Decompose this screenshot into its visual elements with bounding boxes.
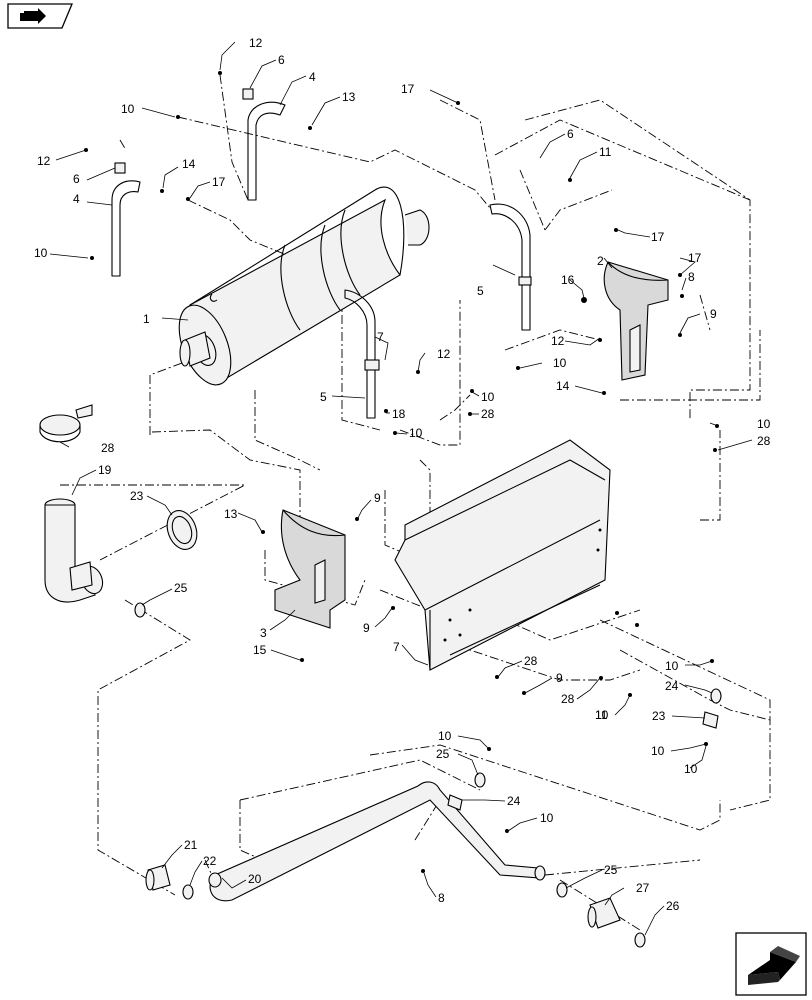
callout-20: 21 [184, 838, 198, 852]
callout-16: 17 [688, 251, 702, 265]
callout-22: 23 [130, 489, 144, 503]
callout-7: 7 [393, 640, 400, 654]
bracket-23-upper [702, 711, 719, 729]
callout-28: 28 [524, 654, 538, 668]
callout-17: 18 [392, 407, 406, 421]
callout-28: 28 [561, 692, 575, 706]
callout-13: 14 [182, 157, 196, 171]
support-bracket-3 [274, 509, 346, 629]
heat-shield-7 [394, 439, 611, 671]
callout-labels: 1 2 3 4 4 5 5 6 6 6 7 7 8 8 9 9 9 9 10 1… [34, 36, 771, 913]
callout-10: 10 [757, 417, 771, 431]
callout-28: 28 [757, 434, 771, 448]
strap-4-upper [242, 88, 286, 201]
callout-24: 24 [665, 679, 679, 693]
callout-21: 22 [203, 854, 217, 868]
callout-14: 15 [253, 643, 267, 657]
callout-6: 6 [73, 172, 80, 186]
callout-25: 26 [666, 899, 680, 913]
callout-4: 4 [309, 70, 316, 84]
callout-5: 5 [320, 390, 327, 404]
callout-4: 4 [73, 192, 80, 206]
next-page-button[interactable] [735, 932, 807, 996]
callout-17: 17 [401, 82, 415, 96]
callout-12: 13 [224, 507, 238, 521]
support-bracket-2 [603, 261, 669, 381]
callout-19: 20 [248, 872, 262, 886]
clamp-25-left [134, 602, 146, 618]
clamp-24-upper [710, 688, 722, 704]
callout-12: 12 [37, 154, 51, 168]
leader-lines [49, 41, 753, 936]
callout-labels-extra: 28 [561, 692, 575, 706]
strap-5-right [489, 203, 532, 331]
callout-9: 9 [363, 621, 370, 635]
callout-7: 8 [438, 891, 445, 905]
callout-11: 12 [437, 347, 451, 361]
back-button[interactable] [7, 3, 73, 29]
callout-13: 13 [342, 90, 356, 104]
callout-11: 11 [599, 145, 612, 159]
callout-6: 6 [278, 53, 285, 67]
callout-10: 10 [34, 246, 48, 260]
strap-5-center [344, 289, 380, 419]
callout-5: 5 [477, 284, 484, 298]
callout-12: 12 [551, 334, 565, 348]
callout-17: 17 [651, 230, 665, 244]
callout-15: 16 [561, 273, 575, 287]
callout-10: 10 [481, 390, 495, 404]
clamp-21 [182, 884, 194, 900]
callout-17: 17 [212, 175, 226, 189]
clamp-25-mid [556, 882, 568, 898]
callout-25: 25 [174, 581, 188, 595]
clamp-22 [166, 510, 198, 550]
callout-6: 6 [567, 127, 574, 141]
clamp-24-lower [474, 772, 486, 788]
callout-27: 28 [101, 441, 115, 455]
fastener-dots [84, 71, 719, 873]
next-page-arrow-icon [748, 946, 800, 985]
callout-1: 1 [143, 312, 150, 326]
callout-8: 9 [374, 491, 381, 505]
callout-10: 10 [595, 708, 609, 722]
callout-10: 11 [595, 708, 608, 722]
rain-cap-27 [39, 404, 93, 443]
pipe-coupler-20 [145, 864, 171, 891]
callout-10: 10 [409, 426, 423, 440]
callout-24: 25 [436, 747, 450, 761]
tail-pipe-19 [208, 781, 546, 902]
callout-9: 10 [684, 762, 698, 776]
callout-3: 3 [260, 626, 267, 640]
callout-10: 10 [121, 102, 135, 116]
callout-10: 10 [438, 729, 452, 743]
callout-9: 9 [556, 671, 563, 685]
callout-12: 12 [249, 36, 263, 50]
callout-10: 10 [540, 811, 554, 825]
callout-23: 23 [652, 709, 666, 723]
callout-23: 24 [507, 794, 521, 808]
callout-25: 25 [604, 863, 618, 877]
callout-10: 10 [553, 356, 567, 370]
callout-14: 14 [556, 379, 570, 393]
callout-10: 10 [665, 659, 679, 673]
bracket-23-lower [447, 794, 463, 811]
callout-2: 2 [597, 254, 604, 268]
pipe-coupler-26 [587, 897, 621, 929]
strap-4-left [111, 162, 141, 277]
callout-10: 10 [651, 744, 665, 758]
elbow-pipe-18 [44, 498, 104, 603]
callout-6: 7 [377, 330, 384, 344]
callout-26: 27 [636, 881, 650, 895]
callout-18: 19 [98, 463, 112, 477]
callout-8: 8 [688, 270, 695, 284]
muffler [178, 186, 430, 386]
back-arrow-icon [20, 8, 46, 24]
callout-28: 28 [481, 407, 495, 421]
clamp-25-right [634, 932, 646, 948]
callout-9: 9 [710, 307, 717, 321]
